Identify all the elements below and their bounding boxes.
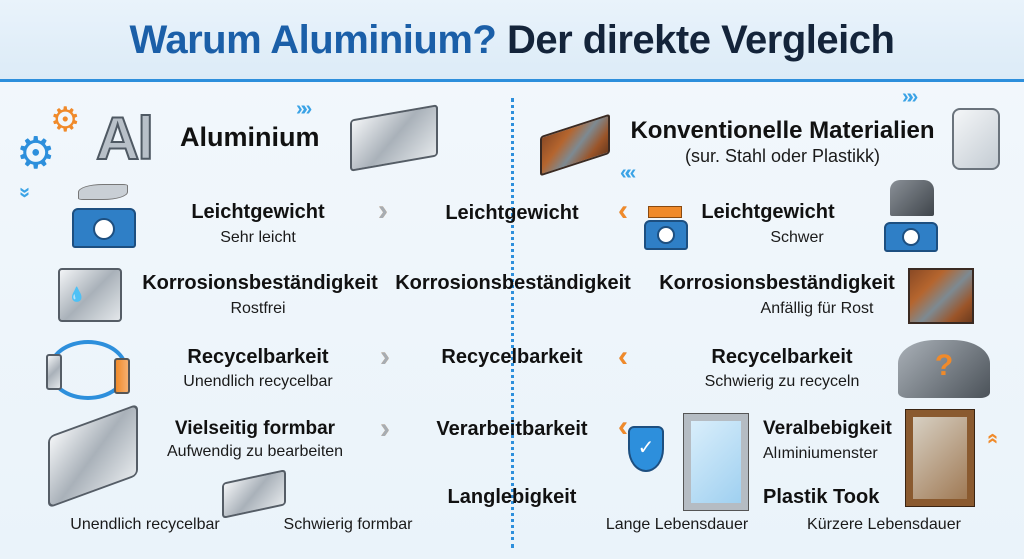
title-rest: Der direkte Vergleich: [496, 18, 895, 62]
gear-icon: ⚙: [50, 101, 81, 139]
conventional-materials-sub: (sur. Stahl oder Plastikk): [684, 146, 881, 166]
row1-center: Leichtgewicht: [445, 202, 579, 224]
plastic-canister-icon: [952, 108, 1000, 170]
shield-check-icon: ✓: [628, 426, 664, 472]
aluminium-block-icon: [350, 104, 438, 172]
row5-right-title: Plastik Took: [763, 486, 880, 508]
row1-left-sub: Sehr leicht: [220, 229, 296, 246]
row1-right-sub: Schwer: [770, 229, 824, 246]
bottom-label: Unendlich recycelbar: [70, 516, 220, 533]
page-title: Warum Aluminium? Der direkte Vergleich: [0, 18, 1024, 63]
chevrons-right-icon: »»: [902, 86, 918, 108]
aluminium-profile-icon: [48, 403, 138, 509]
corrosion-free-plate-icon: 💧: [58, 268, 122, 322]
chevrons-right-icon: »»: [296, 98, 312, 120]
row4-right-title: Veralbebigkeit: [763, 418, 892, 439]
header-band: [0, 0, 1024, 82]
row2-right-sub: Anfällig für Rost: [760, 300, 874, 317]
row2-right-title: Korrosionsbeständigkeit: [659, 272, 895, 294]
gear-icon: ⚙: [16, 129, 56, 178]
row3-left-title: Recycelbarkeit: [187, 346, 329, 368]
heavy-weight-icon: [890, 180, 934, 216]
bottom-label: Kürzere Lebensdauer: [807, 516, 961, 533]
row3-right-title: Recycelbarkeit: [711, 346, 853, 368]
scale-icon: [72, 208, 136, 248]
feather-icon: [78, 184, 128, 200]
steel-beam-icon: [540, 113, 610, 177]
row2-left-title: Korrosionsbeständigkeit: [142, 272, 378, 294]
aluminium-window-icon: [683, 413, 749, 511]
aluminium-symbol: Al: [95, 104, 155, 173]
bottom-label: Schwierig formbar: [283, 516, 413, 533]
row3-center: Recycelbarkeit: [441, 346, 583, 368]
scale-icon: [884, 222, 938, 252]
metal-block-icon: [222, 469, 286, 519]
small-scale-icon: [644, 220, 688, 250]
title-highlight: Warum Aluminium?: [129, 18, 497, 62]
row3-left-sub: Unendlich recycelbar: [183, 373, 333, 390]
weight-plate-icon: [648, 206, 682, 218]
aluminium-label: Aluminium: [180, 122, 320, 152]
row2-left-sub: Rostfrei: [230, 300, 286, 317]
droplet-icon: 💧: [68, 286, 86, 302]
row1-right-title: Leichtgewicht: [701, 201, 835, 223]
center-divider: [511, 98, 514, 548]
recycle-cans-icon: [46, 340, 130, 400]
row5-center: Langlebigkeit: [447, 486, 577, 508]
row2-center: Korrosionsbeständigkeit: [395, 272, 631, 294]
row4-left-title: Vielseitig formbar: [174, 418, 336, 439]
row1-left-title: Leichtgewicht: [191, 201, 325, 223]
conventional-materials-label: Konventionelle Materialien: [630, 117, 935, 144]
chevrons-down-icon: »: [14, 186, 37, 193]
row4-left-sub: Aufwendig zu bearbeiten: [166, 443, 344, 460]
chevrons-up-icon: »: [981, 438, 1004, 445]
row4-center: Verarbeitbarkeit: [436, 418, 588, 440]
rusty-plate-icon: [908, 268, 974, 324]
row4-right-sub: Alıminiumenster: [763, 445, 878, 462]
scrap-pile-icon: ?: [898, 340, 990, 398]
row3-right-sub: Schwierig zu recyceln: [704, 373, 860, 390]
bottom-label: Lange Lebensdauer: [605, 516, 749, 533]
wooden-window-icon: [905, 409, 975, 507]
